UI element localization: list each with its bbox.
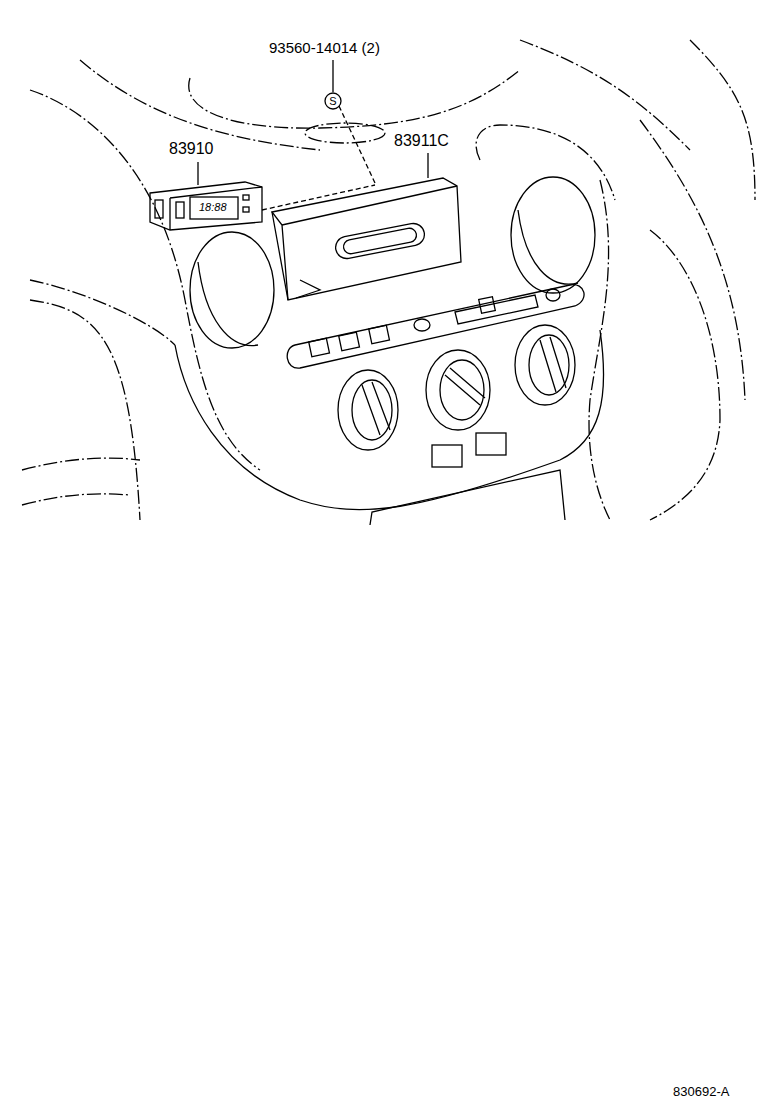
part-number: 83911C — [393, 132, 450, 150]
part-number: 83910 — [168, 140, 215, 158]
figure-number: 830692-A — [672, 1085, 730, 1099]
clock-display: 18:88 — [198, 201, 228, 213]
part-number: 93560-14014 (2) — [268, 40, 381, 57]
symbol-letter: S — [328, 95, 337, 107]
